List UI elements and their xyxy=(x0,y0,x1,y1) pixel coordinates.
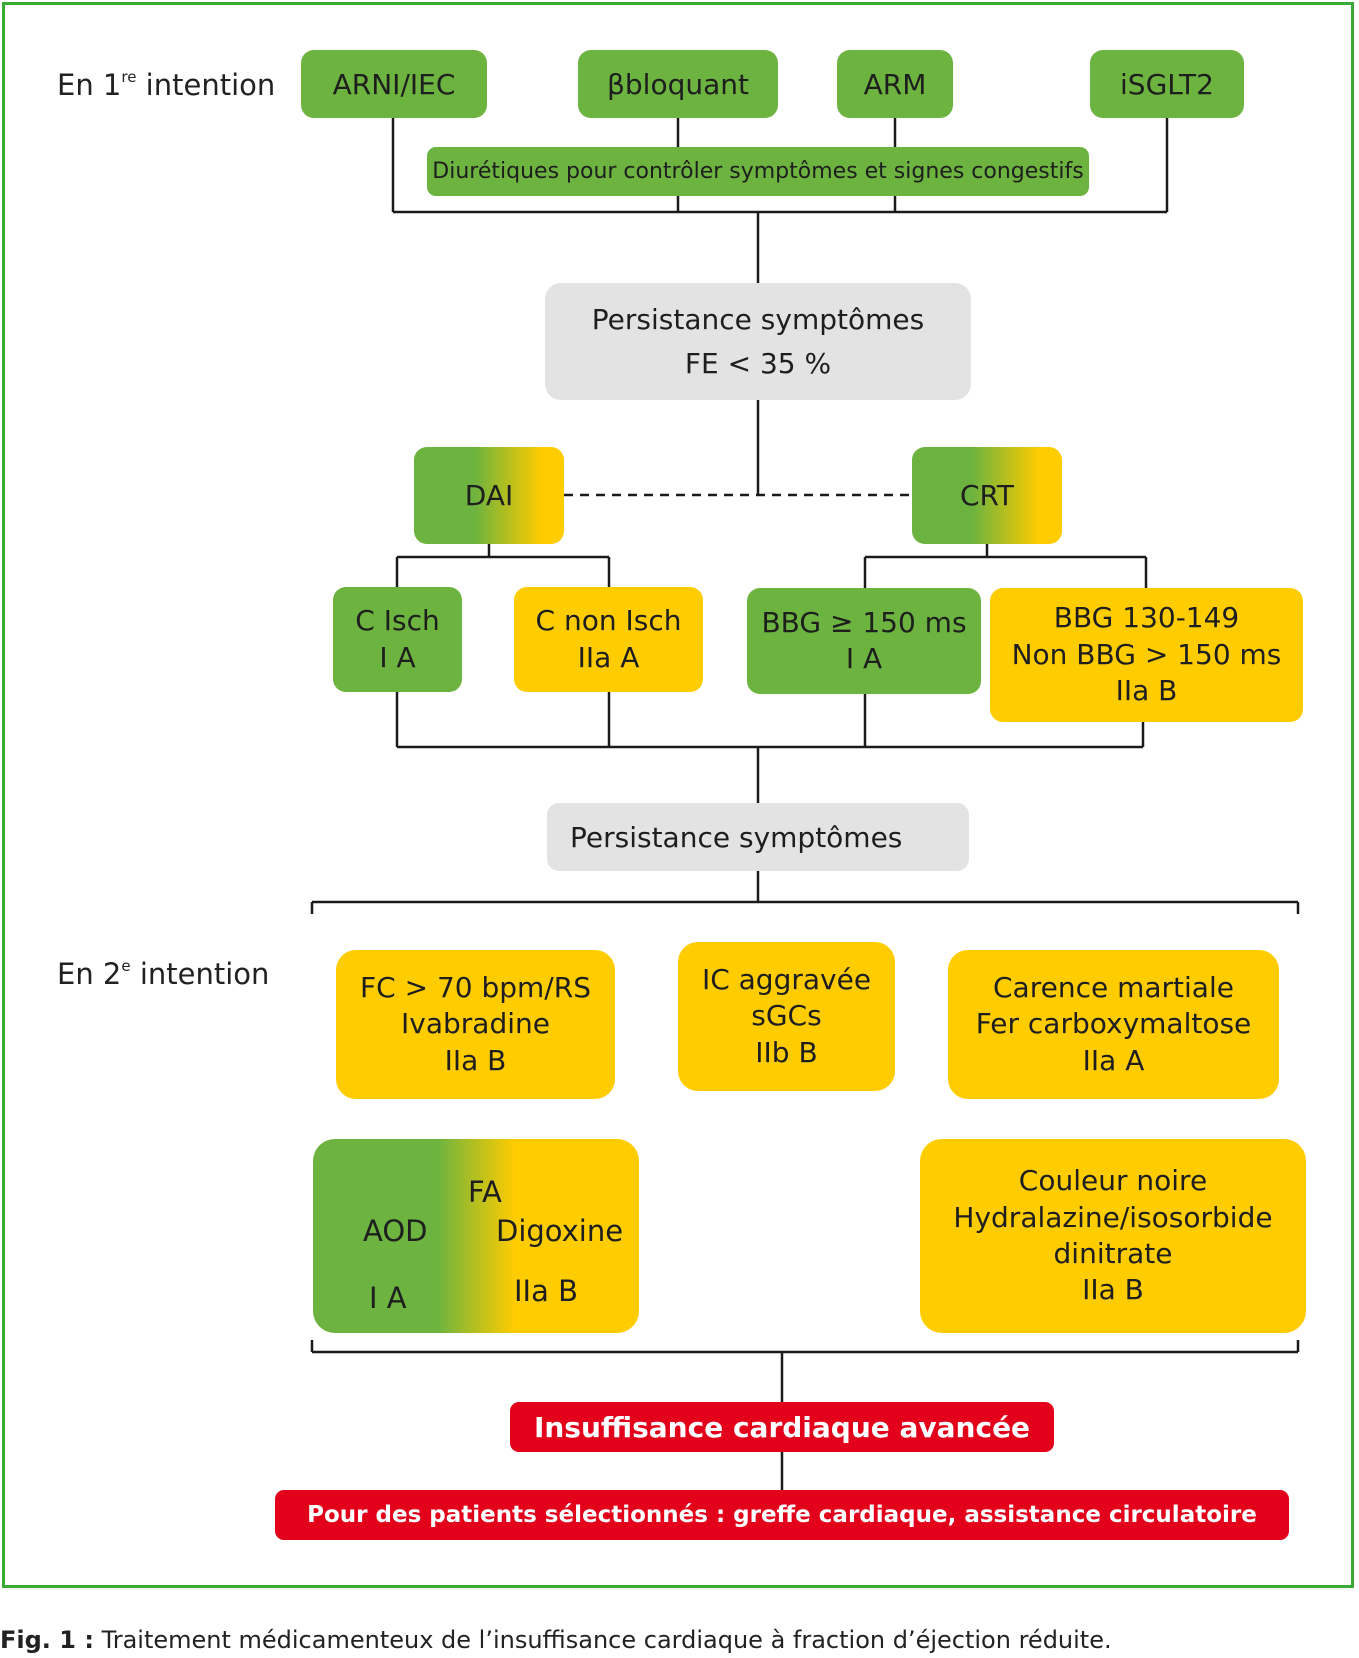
first-line-label: En 1re intention xyxy=(57,68,276,102)
aod-fa-digoxine-box: AOD I A FA Digoxine IIa B xyxy=(313,1139,639,1333)
bbloquant-box: βbloquant xyxy=(578,50,778,118)
aod-grade: I A xyxy=(369,1281,407,1315)
digoxine-grade: IIa B xyxy=(514,1274,578,1308)
digoxine-title: Digoxine xyxy=(496,1214,624,1248)
second-line-label: En 2e intention xyxy=(57,957,270,991)
advanced-heart-failure-box: Insuffisance cardiaque avancée xyxy=(510,1402,1054,1452)
crt-box: CRT xyxy=(912,447,1062,544)
figure-caption: Fig. 1 : Traitement médicamenteux de l’i… xyxy=(0,1626,1112,1654)
aod-title: AOD xyxy=(363,1214,428,1248)
diuretics-box: Diurétiques pour contrôler symptômes et … xyxy=(427,147,1089,196)
figure-frame xyxy=(2,2,1354,1588)
dai-box: DAI xyxy=(414,447,564,544)
isglt2-box: iSGLT2 xyxy=(1090,50,1244,118)
fa-label: FA xyxy=(468,1175,502,1209)
arm-box: ARM xyxy=(837,50,953,118)
arni-iec-box: ARNI/IEC xyxy=(301,50,487,118)
persistence-box-2: Persistance symptômes xyxy=(547,803,969,871)
selected-patients-box: Pour des patients sélectionnés : greffe … xyxy=(275,1490,1289,1540)
